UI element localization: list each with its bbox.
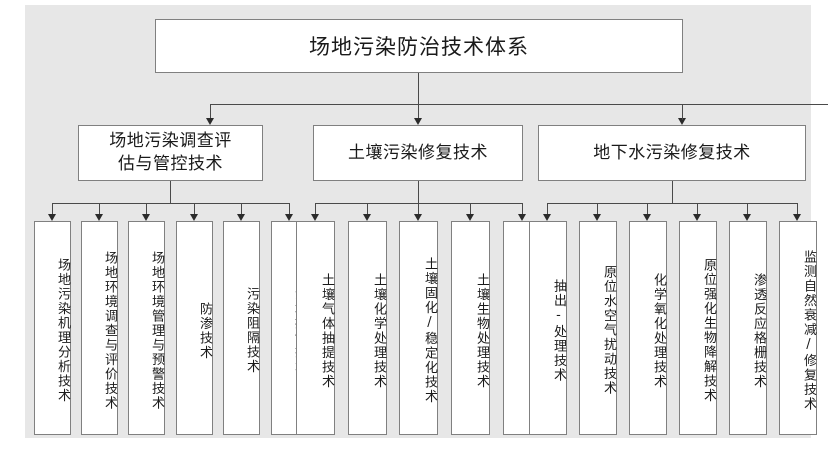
leaf-label: 化学氧化处理技术	[651, 272, 666, 389]
connector-bus-group-1	[52, 203, 289, 204]
leaf-node: 防渗技术	[176, 221, 213, 435]
connector-drop-g2-1	[315, 203, 316, 216]
connector-drop-g3-1	[547, 203, 548, 216]
leaf-node: 渗透反应格栅技术	[729, 221, 767, 435]
connector-drop-g1-3	[146, 203, 147, 216]
connector-stem-group-3	[672, 181, 673, 203]
leaf-node: 土壤固化/稳定化技术	[399, 221, 438, 435]
leaf-node: 场地污染机理分析技术	[34, 221, 71, 435]
root-node: 场地污染防治技术体系	[155, 19, 683, 73]
leaf-node: 土壤化学处理技术	[348, 221, 387, 435]
connector-drop-g1-2	[99, 203, 100, 216]
leaf-label: 土壤生物处理技术	[474, 272, 489, 389]
root-node-label: 场地污染防治技术体系	[309, 35, 529, 59]
arrow-cat-1	[206, 118, 214, 125]
arrow-g3-3	[643, 214, 651, 221]
connector-root-stem	[418, 73, 419, 104]
connector-bus-cat-3	[682, 104, 828, 105]
arrow-g2-1	[311, 214, 319, 221]
connector-drop-cat-2	[418, 104, 419, 120]
leaf-label: 渗透反应格栅技术	[751, 272, 766, 389]
leaf-label: 土壤化学处理技术	[371, 272, 386, 389]
arrow-g1-5	[237, 214, 245, 221]
arrow-g3-4	[693, 214, 701, 221]
leaf-node: 土壤气体抽提技术	[296, 221, 335, 435]
leaf-node: 监测自然衰减/修复技术	[779, 221, 817, 435]
connector-drop-g2-4	[470, 203, 471, 216]
category-label-line1: 场地污染调查评	[109, 131, 232, 152]
leaf-node: 抽出-处理技术	[529, 221, 567, 435]
leaf-node: 土壤生物处理技术	[451, 221, 490, 435]
arrow-g1-3	[142, 214, 150, 221]
connector-drop-g3-3	[647, 203, 648, 216]
arrow-g2-5	[518, 214, 526, 221]
connector-drop-g1-4	[194, 203, 195, 216]
connector-drop-g1-6	[289, 203, 290, 216]
arrow-g3-1	[543, 214, 551, 221]
leaf-label: 原位水空气扰动技术	[601, 265, 616, 396]
leaf-label: 原位强化生物降解技术	[701, 258, 716, 403]
connector-drop-cat-3b	[682, 104, 683, 120]
arrow-g2-2	[363, 214, 371, 221]
leaf-node: 场地环境管理与预警技术	[128, 221, 165, 435]
category-node-soil: 土壤污染修复技术	[313, 125, 523, 181]
category-node-investigation: 场地污染调查评 估与管控技术	[78, 125, 263, 181]
arrow-g1-6	[285, 214, 293, 221]
arrow-g3-2	[593, 214, 601, 221]
connector-drop-g3-6	[797, 203, 798, 216]
arrow-cat-3	[678, 118, 686, 125]
connector-bus-group-3	[547, 203, 797, 204]
connector-drop-g1-1	[52, 203, 53, 216]
arrow-g2-3	[414, 214, 422, 221]
connector-drop-g1-5	[241, 203, 242, 216]
leaf-label: 防渗技术	[197, 301, 212, 360]
leaf-node: 化学氧化处理技术	[629, 221, 667, 435]
arrow-g1-2	[95, 214, 103, 221]
arrow-g3-5	[743, 214, 751, 221]
leaf-label: 场地环境调查与评价技术	[102, 250, 117, 411]
leaf-node: 原位水空气扰动技术	[579, 221, 617, 435]
leaf-node: 原位强化生物降解技术	[679, 221, 717, 435]
connector-drop-cat-1	[210, 104, 211, 120]
leaf-label: 抽出-处理技术	[551, 278, 566, 383]
leaf-label: 土壤气体抽提技术	[319, 272, 334, 389]
arrow-g1-1	[48, 214, 56, 221]
connector-drop-g2-5	[522, 203, 523, 216]
category-node-groundwater: 地下水污染修复技术	[538, 125, 806, 181]
leaf-node: 场地环境调查与评价技术	[81, 221, 118, 435]
connector-drop-g2-3	[418, 203, 419, 216]
leaf-label: 土壤固化/稳定化技术	[422, 257, 437, 404]
connector-drop-g2-2	[367, 203, 368, 216]
arrow-cat-2	[414, 118, 422, 125]
leaf-label: 污染阻隔技术	[244, 287, 259, 374]
leaf-node: 污染阻隔技术	[223, 221, 260, 435]
leaf-label: 监测自然衰减/修复技术	[801, 249, 816, 412]
leaf-label: 场地环境管理与预警技术	[149, 250, 164, 411]
category-label-line2: 估与管控技术	[118, 154, 223, 174]
connector-stem-group-2	[418, 181, 419, 203]
category-label-groundwater: 地下水污染修复技术	[593, 142, 751, 163]
arrow-g3-6	[793, 214, 801, 221]
connector-root-bus	[210, 104, 828, 105]
arrow-g1-4	[190, 214, 198, 221]
leaf-label: 场地污染机理分析技术	[55, 258, 70, 403]
connector-drop-g3-4	[697, 203, 698, 216]
connector-drop-g3-2	[597, 203, 598, 216]
arrow-g2-4	[466, 214, 474, 221]
category-label-soil: 土壤污染修复技术	[348, 142, 488, 163]
connector-stem-group-1	[170, 181, 171, 203]
connector-drop-g3-5	[747, 203, 748, 216]
diagram-canvas: 场地污染防治技术体系 场地污染调查评 估与管控技术 土壤污染修复技术 地下水污染…	[25, 5, 828, 438]
